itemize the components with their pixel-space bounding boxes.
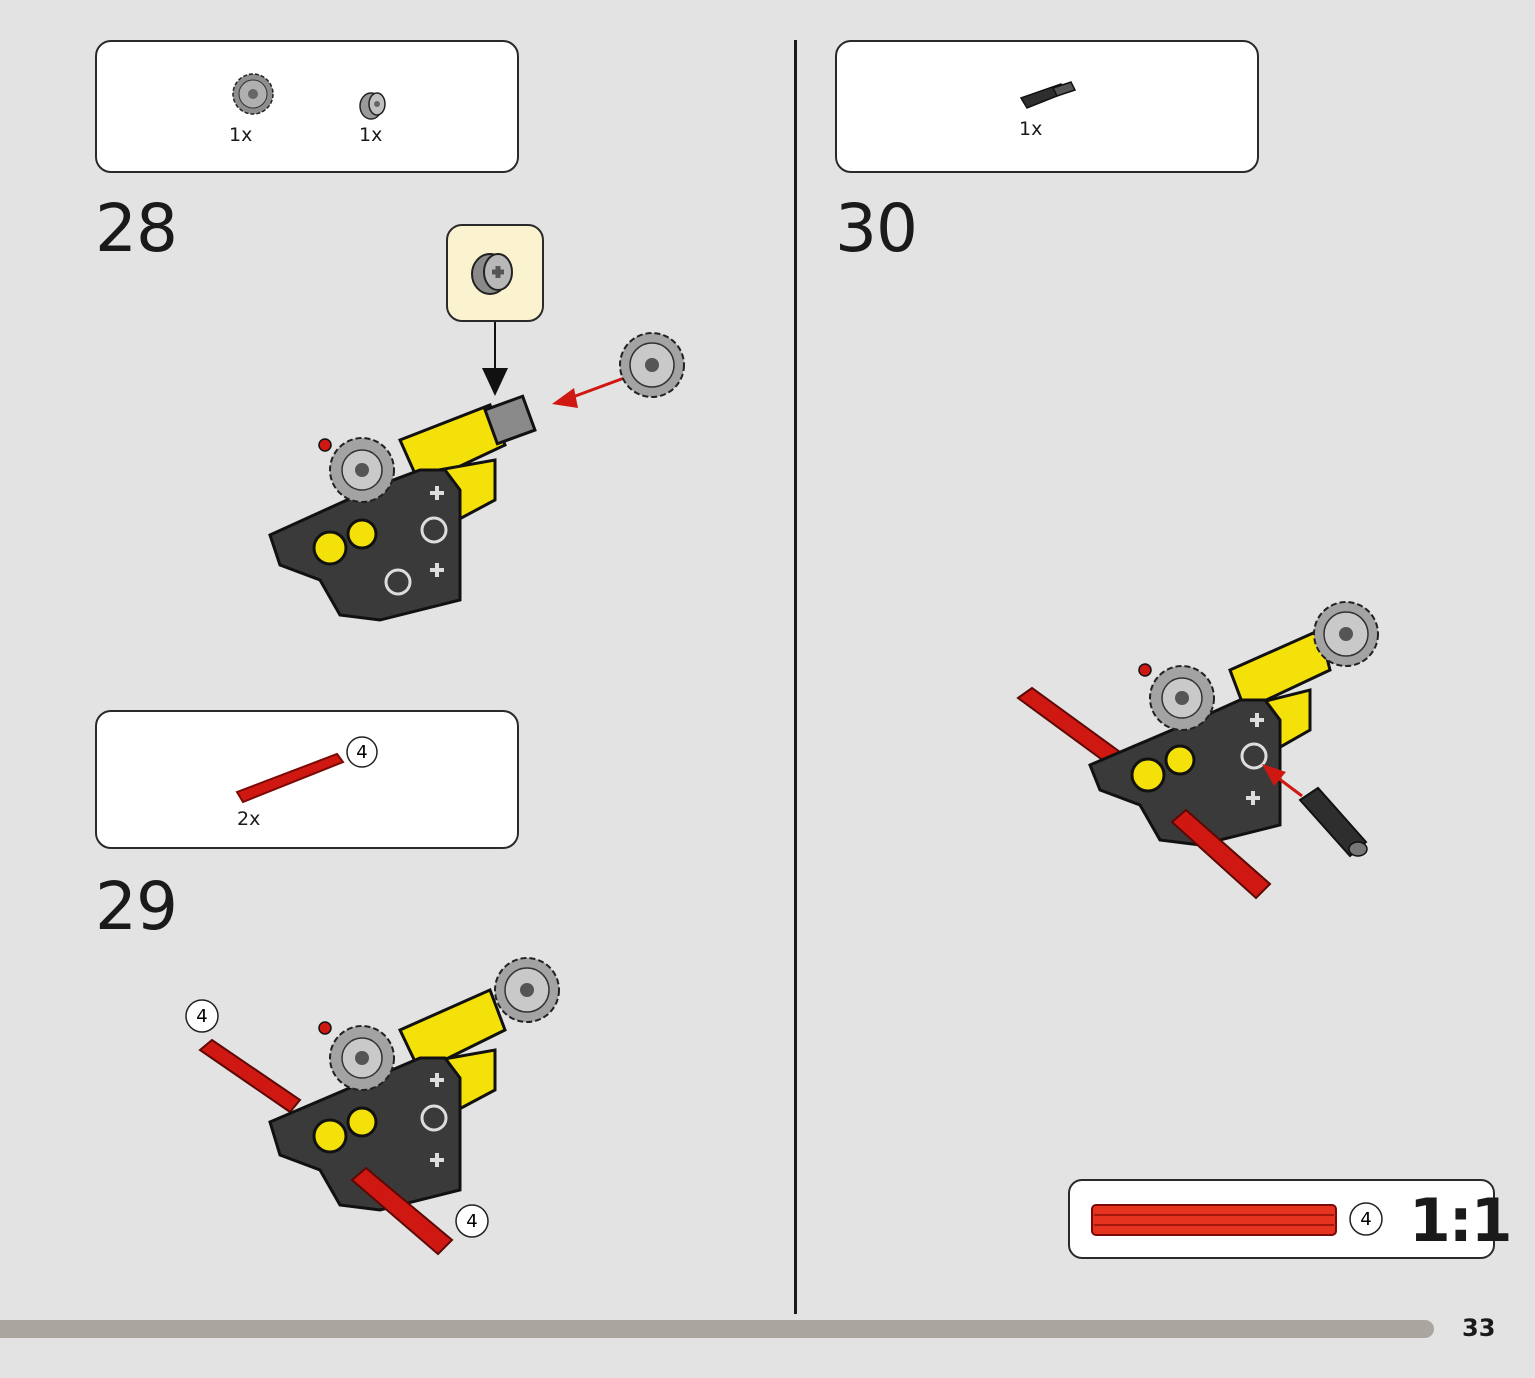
- red-axle-scale-icon: [1091, 1204, 1337, 1236]
- length-badge: 4: [346, 736, 378, 768]
- scale-label: 1:1: [1409, 1186, 1512, 1256]
- page-number: 33: [1462, 1314, 1496, 1342]
- sub-assembly-callout: [446, 224, 544, 322]
- connector-pin-qty: 1x: [1019, 118, 1043, 140]
- step-number-28: 28: [95, 190, 178, 267]
- svg-text:4: 4: [1360, 1209, 1371, 1230]
- step-number-29: 29: [95, 868, 178, 945]
- scale-reference-box: 4: [1068, 1179, 1495, 1259]
- parts-list-step-28: 1x 1x: [95, 40, 519, 173]
- parts-list-step-30: 1x: [835, 40, 1259, 173]
- insert-arrow-icon: [552, 388, 578, 408]
- bush-qty: 1x: [359, 124, 383, 146]
- step-number-30: 30: [835, 190, 918, 267]
- svg-text:4: 4: [356, 742, 367, 763]
- down-arrow-icon: [482, 368, 508, 396]
- connector-pin-part-icon: [1019, 81, 1077, 109]
- gear-part-icon: [232, 73, 274, 115]
- page-divider: [794, 40, 797, 1314]
- insert-arrow-icon: [1262, 764, 1286, 786]
- parts-list-step-29: 4 2x: [95, 710, 519, 849]
- scale-length-badge: 4: [1349, 1202, 1383, 1236]
- svg-text:4: 4: [466, 1211, 477, 1232]
- bush-callout-icon: [471, 253, 513, 295]
- gear-qty: 1x: [229, 124, 253, 146]
- red-axle-qty: 2x: [237, 808, 261, 830]
- red-axle-part-icon: [235, 752, 345, 804]
- connector-pin-icon: [1298, 786, 1368, 858]
- footer-progress-bar: [0, 1320, 1434, 1338]
- gear-icon: [619, 332, 685, 398]
- bush-part-icon: [359, 92, 386, 120]
- svg-text:4: 4: [196, 1006, 207, 1027]
